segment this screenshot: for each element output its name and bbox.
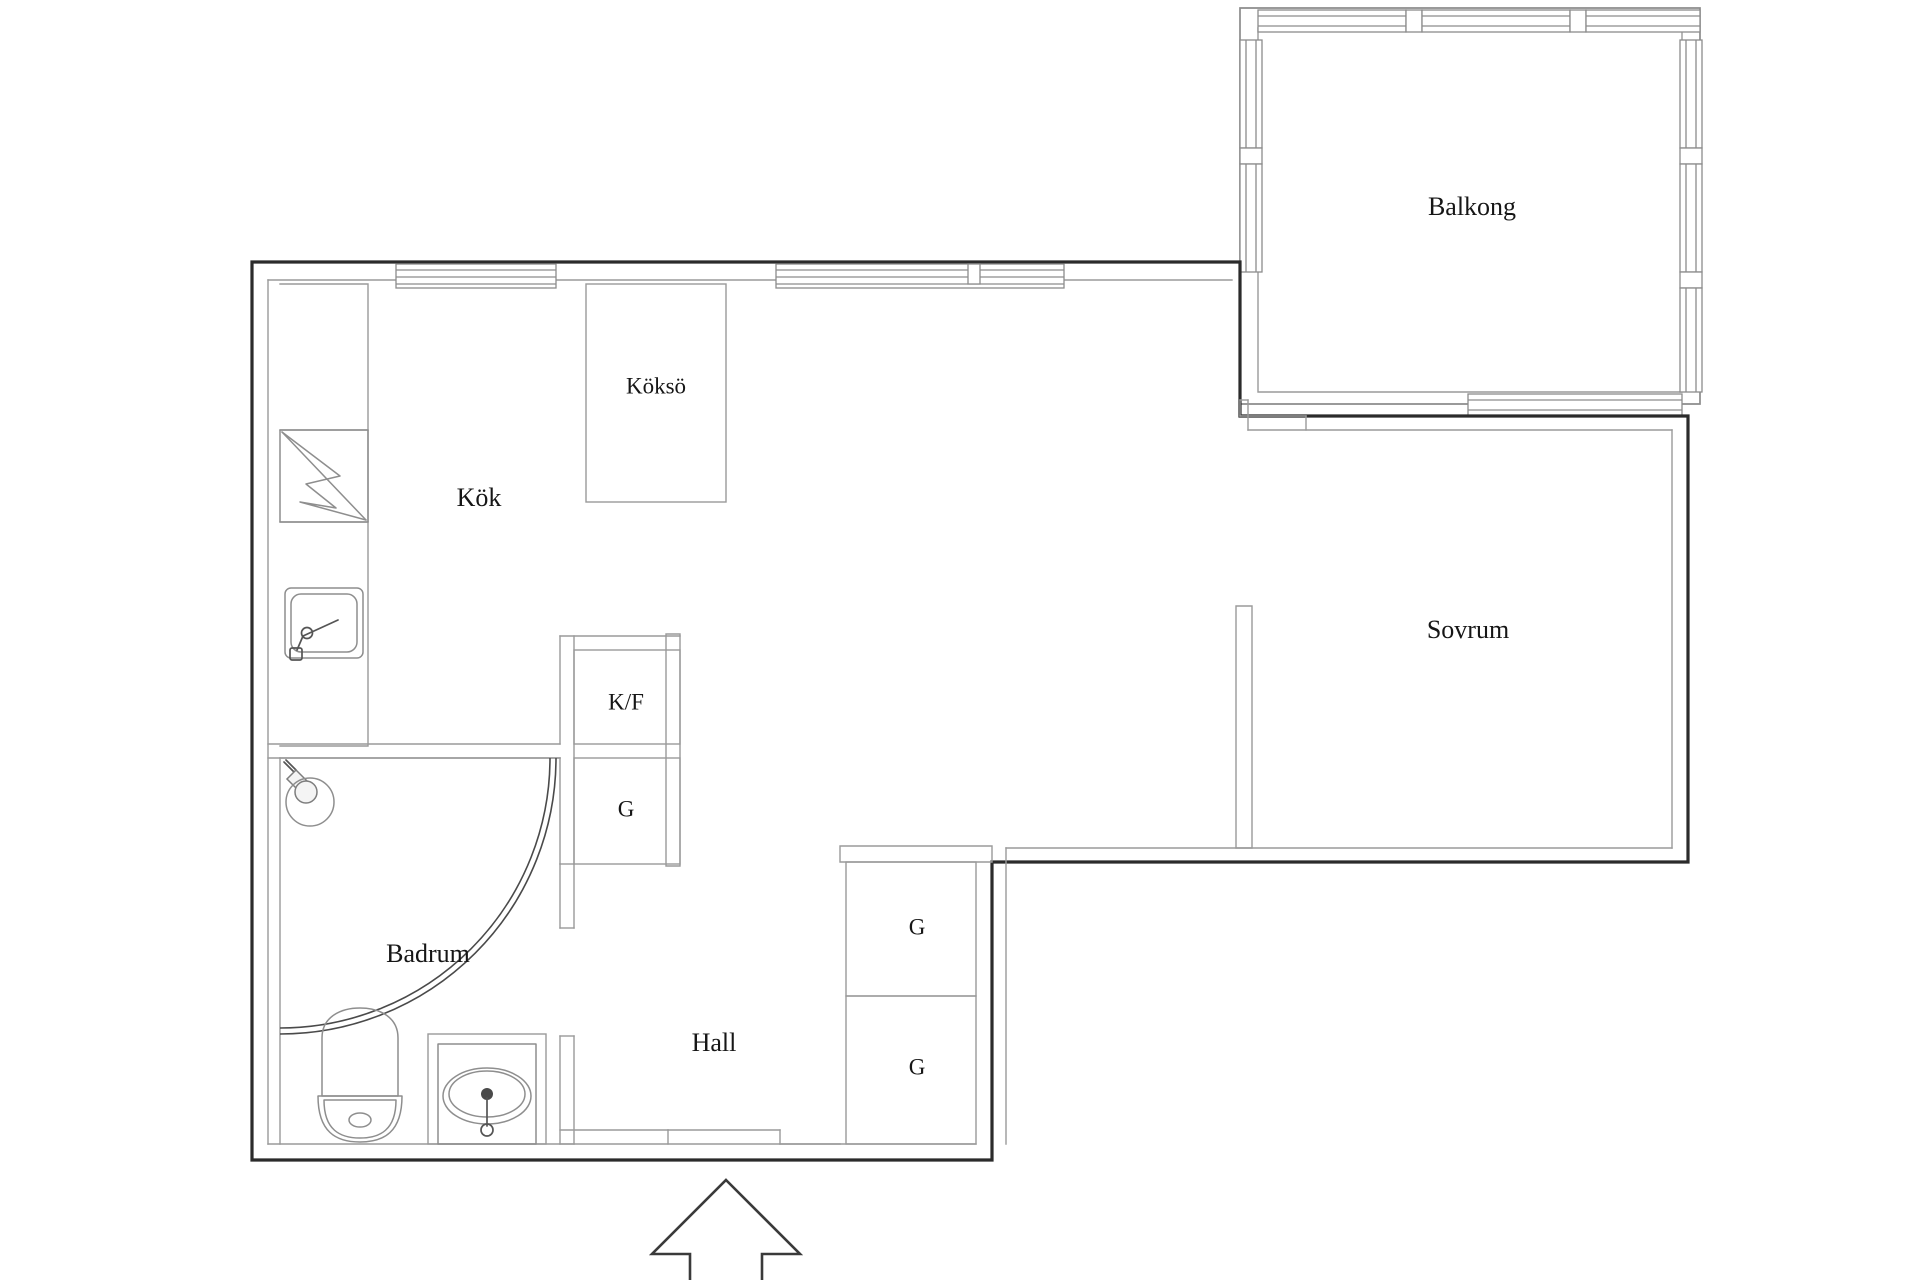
- shower-fixture: [279, 757, 557, 1035]
- washbasin-icon: [427, 1033, 547, 1145]
- room-label-g-hall-lower: G: [909, 1054, 926, 1079]
- room-label-balkong: Balkong: [1428, 192, 1516, 221]
- room-label-koksö: Köksö: [626, 373, 686, 398]
- room-label-g-kok: G: [618, 796, 635, 821]
- window-handle-icon: [967, 263, 981, 285]
- room-label-sovrum: Sovrum: [1427, 615, 1509, 644]
- interior-walls-kitchen: [267, 635, 681, 929]
- closet-g-hall-lower: [845, 995, 977, 1145]
- hall-closets: [839, 845, 993, 1145]
- room-label-badrum: Badrum: [386, 939, 470, 968]
- balcony-structure: [1239, 7, 1703, 417]
- hall-entry-wall: [559, 1129, 841, 1145]
- window-kitchen-right: [775, 263, 1065, 289]
- entrance-direction-arrow: [648, 1178, 804, 1280]
- wall-right-of-closets: [665, 633, 681, 867]
- room-label-kok: Kök: [457, 483, 502, 512]
- kitchen-sink-icon: [284, 587, 364, 661]
- room-label-kf: K/F: [608, 689, 644, 714]
- kitchen-counter: [279, 283, 369, 747]
- toilet-icon: [317, 1007, 403, 1143]
- stove-hob-icon: [279, 429, 369, 523]
- kitchen-island: [585, 283, 727, 503]
- room-label-g-hall-upper: G: [909, 914, 926, 939]
- balcony-railing-east: [1679, 39, 1703, 393]
- window-kitchen-left: [395, 263, 557, 289]
- bathroom-walls: [279, 757, 575, 1145]
- balcony-railing-north: [1257, 9, 1701, 33]
- room-label-hall: Hall: [692, 1028, 737, 1057]
- bedroom-dividing-wall: [1235, 605, 1253, 849]
- balcony-to-apartment-junction: [1239, 399, 1307, 431]
- balcony-railing-west: [1239, 39, 1263, 273]
- balcony-door-south: [1467, 393, 1683, 417]
